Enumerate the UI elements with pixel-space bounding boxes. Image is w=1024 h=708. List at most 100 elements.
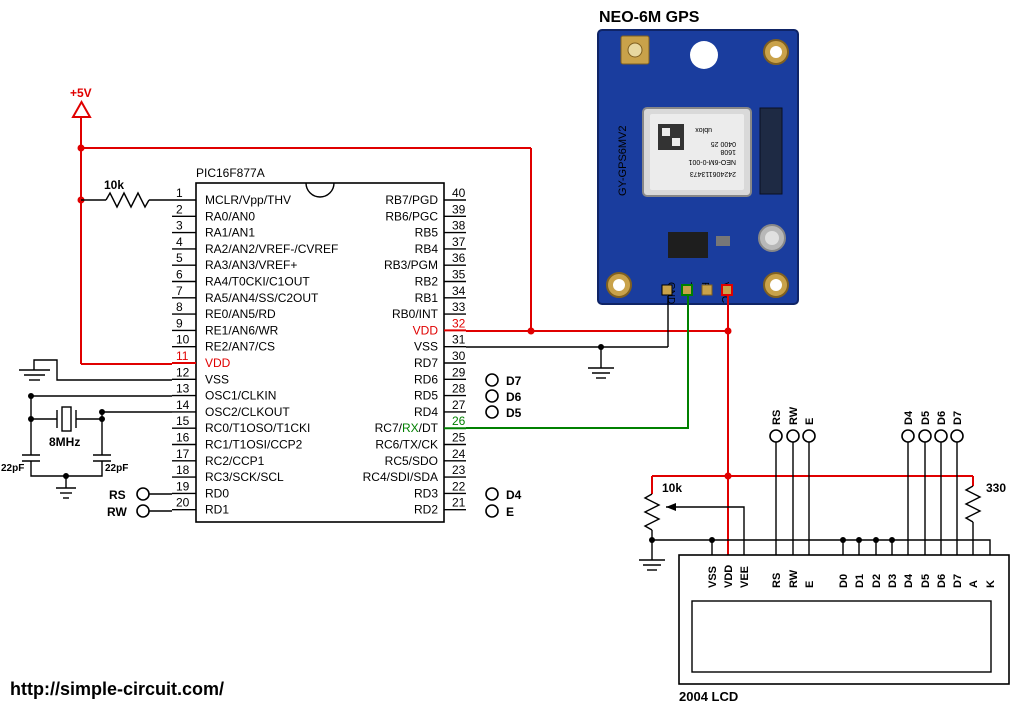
mcu-pin-number: 3 (176, 219, 183, 233)
mcu-pin-label: RC5/SDO (385, 454, 438, 468)
lcd-terminal (769, 429, 783, 443)
lcd-pin-label: A (968, 580, 980, 588)
footer-url: http://simple-circuit.com/ (10, 679, 224, 699)
backlight-resistor: 330 (964, 481, 1006, 555)
mcu-pin-number: 19 (176, 479, 190, 493)
mcu-pin-label: RC2/CCP1 (205, 454, 265, 468)
lcd-terminal (918, 429, 932, 443)
mcu-pin-label: RC3/SCK/SCL (205, 470, 284, 484)
mcu-pin-label: RC0/T1OSO/T1CKI (205, 421, 310, 435)
mcu-pin-number: 2 (176, 202, 183, 216)
mcu-pin-number: 20 (176, 496, 190, 510)
gps-chip-model: NEO-6M-0-001 (688, 158, 736, 165)
mcu-name: PIC16F877A (196, 166, 265, 180)
mcu-pin-label: RA4/T0CKI/C1OUT (205, 275, 310, 289)
mcu-pin-label: RD6 (414, 372, 438, 386)
lcd-pin-label: RW (788, 569, 800, 588)
lcd-pin-label: VSS (707, 566, 719, 588)
mcu-pin-label: RB7/PGD (385, 193, 438, 207)
mcu-pin-label: VDD (413, 323, 439, 337)
mcu-pin-label: RD7 (414, 356, 438, 370)
crystal-value: 8MHz (49, 435, 80, 449)
rd1-terminal-label: RW (107, 505, 127, 519)
mcu-pin-number: 10 (176, 333, 190, 347)
mcu-pin-number: 25 (452, 431, 466, 445)
mcu-pin-number: 34 (452, 284, 466, 298)
mcu-pin-label: MCLR/Vpp/THV (205, 193, 291, 207)
gps-chip-lot: 0400 25 (711, 140, 736, 147)
mcu-pin-label: RC6/TX/CK (375, 438, 438, 452)
lcd-pin-label: RS (771, 573, 783, 588)
mcu-pin-number: 22 (452, 479, 466, 493)
right-terminals: D7 D6 D5 D4 E (485, 373, 522, 519)
mcu-pin-label: RD2 (414, 503, 438, 517)
mcu-pin-label: VSS (205, 372, 229, 386)
mcu-pin-number: 11 (176, 349, 189, 363)
lcd-pin-label: D4 (903, 573, 915, 588)
mcu-pin-label: RA3/AN3/VREF+ (205, 258, 297, 272)
contrast-potentiometer: 10k (639, 481, 745, 571)
mcu-pin-number: 26 (452, 414, 466, 428)
mcu-pin-label: RD5 (414, 389, 438, 403)
mcu-pin-label: RB0/INT (392, 307, 439, 321)
rd7-terminal-label: D7 (506, 374, 522, 388)
power-net: +5V (70, 86, 974, 555)
lcd-pin-label: D3 (887, 574, 899, 588)
mcu-pin-label: RC4/SDI/SDA (363, 470, 438, 484)
lcd-pin-label: K (985, 580, 997, 588)
lcd-terminal-label: E (804, 418, 816, 425)
mclr-resistor-value: 10k (104, 178, 124, 192)
rd0-terminal-label: RS (109, 488, 126, 502)
mcu-pin-label: RD1 (205, 503, 229, 517)
mcu-pin-number: 17 (176, 447, 190, 461)
mclr-resistor: 10k (81, 178, 172, 209)
mcu-pin-number: 28 (452, 382, 466, 396)
mcu-pin-number: 5 (176, 251, 183, 265)
mcu-pin-number: 6 (176, 268, 183, 282)
gnd-net-gps (466, 296, 669, 379)
mcu-pin-label: RD0 (205, 486, 229, 500)
lcd-terminal-label: RW (788, 406, 800, 425)
lcd-terminal (934, 429, 948, 443)
backlight-resistor-value: 330 (986, 481, 1006, 495)
lcd-terminal-label: D5 (920, 411, 932, 425)
mcu-pin-label: RB2 (415, 275, 439, 289)
lcd-pin-label: D0 (838, 574, 850, 588)
mcu-pin-number: 18 (176, 463, 190, 477)
mcu-pin-number: 36 (452, 251, 466, 265)
rc7-suffix: /DT (419, 421, 439, 435)
mcu-pin-number: 39 (452, 202, 466, 216)
mcu-pin-label: RE0/AN5/RD (205, 307, 276, 321)
gps-chip-brand: ublox (695, 126, 712, 133)
lcd-ground-rail (712, 537, 991, 555)
mcu-pin-label: RB3/PGM (384, 258, 438, 272)
pot-value: 10k (662, 481, 682, 495)
gps-chip-serial: 242406113473 (690, 170, 736, 177)
mcu-pin-label: RB1 (415, 291, 439, 305)
lcd-terminal-label: D4 (903, 410, 915, 425)
mcu-right-pins: 40RB7/PGD39RB6/PGC38RB537RB436RB3/PGM35R… (363, 186, 466, 517)
lcd-title: 2004 LCD (679, 689, 738, 704)
mcu-pin-number: 9 (176, 316, 183, 330)
lcd-terminal-label: D7 (952, 411, 964, 425)
mcu-pin-label: RB4 (415, 242, 439, 256)
mcu-pin-number: 35 (452, 268, 466, 282)
gps-board-label: GY-GPS6MV2 (617, 125, 629, 196)
mcu-pin-number: 31 (452, 333, 466, 347)
mcu-pin-label: VSS (414, 340, 438, 354)
lcd-terminal-label: RS (771, 410, 783, 425)
mcu-pin-number: 15 (176, 414, 190, 428)
mcu-pin-label: RB6/PGC (385, 209, 438, 223)
lcd-pin-label: VDD (723, 565, 735, 588)
mcu-pin-number: 4 (176, 235, 183, 249)
rd6-terminal-label: D6 (506, 390, 522, 404)
mcu-pin-number: 38 (452, 219, 466, 233)
lcd-pin-label: D6 (936, 574, 948, 588)
mcu-pin-number: 12 (176, 365, 190, 379)
mcu-pin-number: 40 (452, 186, 466, 200)
rd0-rd1-terminals: RS RW (107, 487, 172, 519)
cap1-value: 22pF (1, 463, 24, 474)
